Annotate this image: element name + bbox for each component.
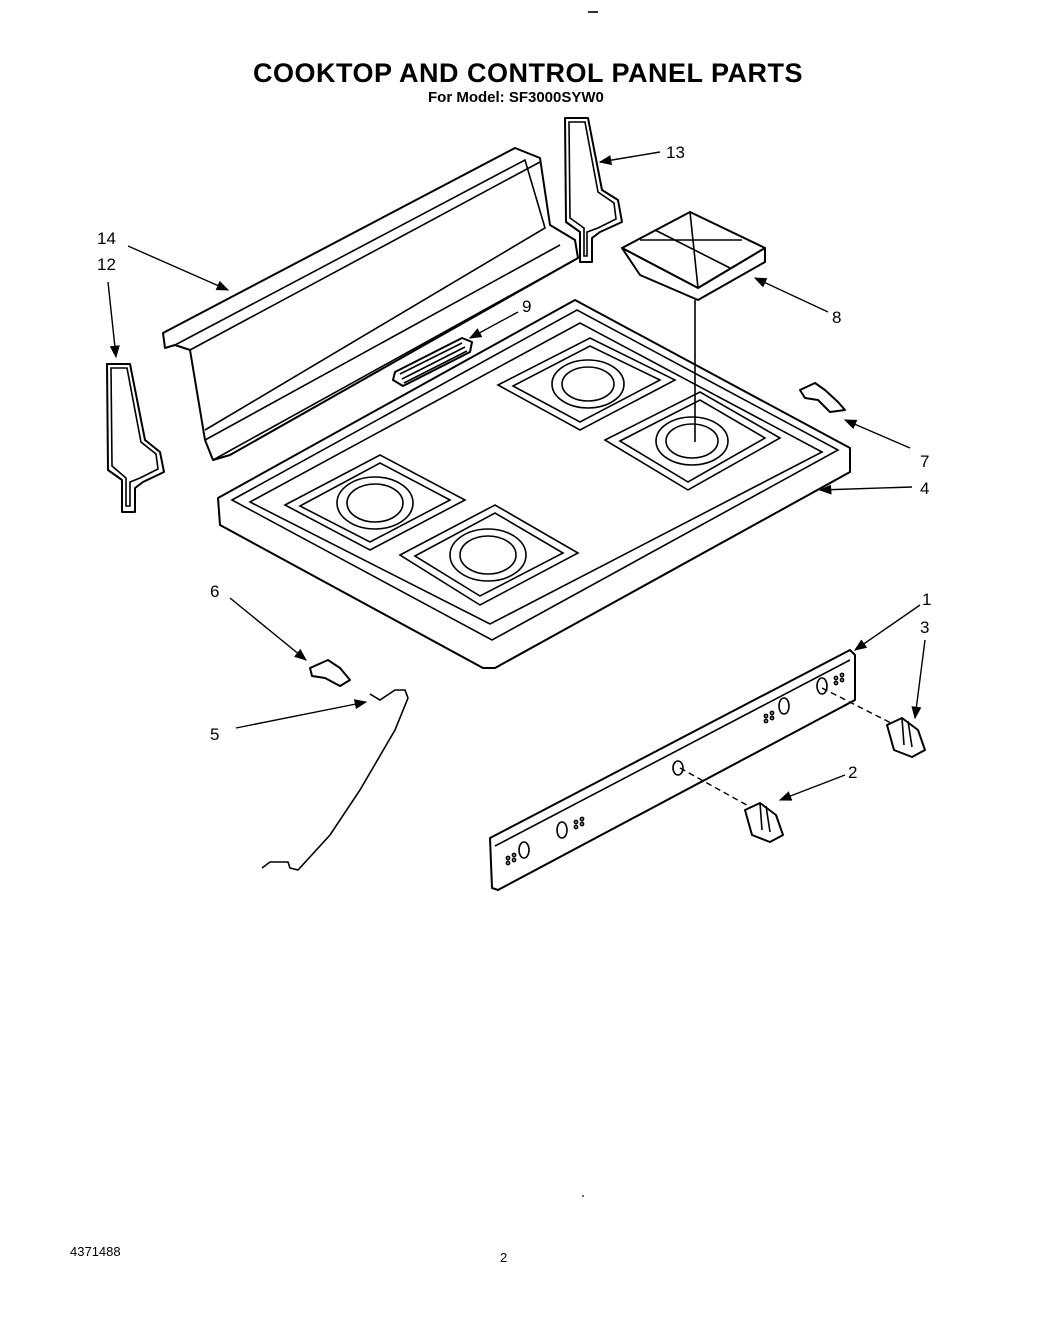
cooktop-part bbox=[217, 299, 851, 669]
callout-12: 12 bbox=[97, 255, 116, 274]
burner-pan-rear-right bbox=[603, 391, 782, 491]
stray-dot bbox=[582, 1195, 584, 1197]
callout-9: 9 bbox=[522, 297, 531, 316]
callout-8: 8 bbox=[832, 308, 841, 327]
wire-part bbox=[261, 689, 409, 871]
callout-3: 3 bbox=[920, 618, 929, 637]
page-number: 2 bbox=[500, 1250, 508, 1265]
callout-6: 6 bbox=[210, 582, 219, 601]
model-subtitle: For Model: SF3000SYW0 bbox=[428, 89, 604, 106]
burner-pan-rear-left bbox=[496, 337, 677, 431]
page-title: COOKTOP AND CONTROL PANEL PARTS bbox=[252, 58, 804, 88]
bracket-right-part bbox=[799, 382, 846, 413]
callout-leaders bbox=[107, 151, 926, 801]
callout-14: 14 bbox=[97, 229, 116, 248]
burner-grate-part bbox=[621, 211, 766, 442]
knob-part-3 bbox=[886, 717, 926, 758]
control-panel-part bbox=[489, 649, 896, 891]
callout-2: 2 bbox=[848, 763, 857, 782]
end-cap-right-part bbox=[564, 117, 623, 263]
callout-4: 4 bbox=[920, 479, 929, 498]
bracket-left-part bbox=[309, 659, 351, 687]
callout-13: 13 bbox=[666, 143, 685, 162]
document-number: 4371488 bbox=[70, 1244, 121, 1259]
burner-pan-front-right bbox=[398, 504, 580, 606]
callout-5: 5 bbox=[210, 725, 219, 744]
burner-pan-front-left bbox=[283, 454, 467, 551]
end-cap-left-part bbox=[106, 363, 165, 513]
backguard-part bbox=[162, 147, 579, 461]
callout-1: 1 bbox=[922, 590, 931, 609]
knob-part-2 bbox=[744, 802, 784, 843]
callout-7: 7 bbox=[920, 452, 929, 471]
